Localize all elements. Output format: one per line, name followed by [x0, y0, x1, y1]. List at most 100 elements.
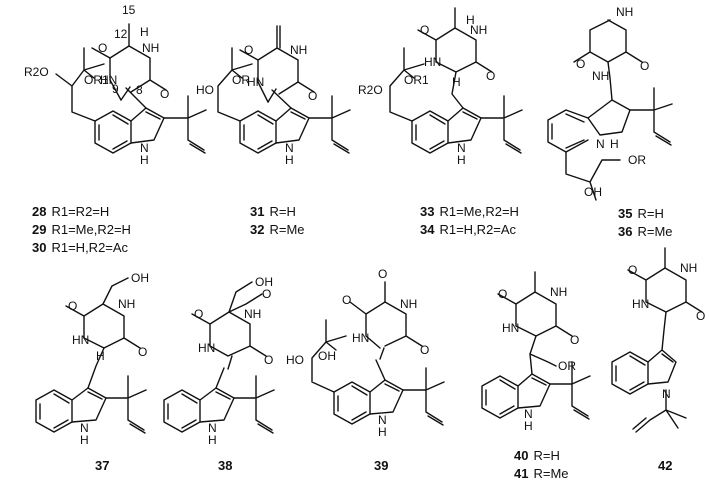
atom-O: O — [570, 333, 579, 347]
atom-O: O — [308, 89, 317, 103]
atom-NH: NH — [142, 41, 159, 55]
structure-31-32: O NH HN O N H HO OR — [196, 25, 351, 167]
atom-label-12: 12 — [114, 27, 128, 41]
svg-text:42: 42 — [658, 458, 672, 473]
svg-text:35R=H: 35 R=H — [618, 206, 664, 221]
compound-substituents: R=Me — [637, 224, 672, 239]
svg-text:32R=Me: 32 R=Me — [250, 222, 305, 237]
atom-NH: NH — [616, 5, 633, 19]
atom-OH: OH — [255, 275, 273, 289]
atom-NH: NH — [680, 261, 697, 275]
atom-label-8: 8 — [136, 83, 143, 97]
atom-N: N — [208, 421, 217, 435]
atom-O: O — [576, 57, 585, 71]
atom-H: H — [285, 153, 294, 167]
compound-number-37: 37 — [95, 458, 109, 473]
atom-H: H — [610, 137, 619, 151]
atom-NH: NH — [290, 43, 307, 57]
compound-number-36: 36 — [618, 224, 632, 239]
atom-H: H — [96, 349, 105, 363]
compound-number-38: 38 — [218, 458, 232, 473]
compound-number-30: 30 — [32, 240, 46, 255]
atom-NH: NH — [118, 297, 135, 311]
compound-substituents: R1=H,R2=Ac — [51, 240, 128, 255]
atom-HN: HN — [198, 341, 215, 355]
compound-number-35: 35 — [618, 206, 632, 221]
structure-42: O NH HN O N — [611, 247, 705, 433]
atom-N: N — [457, 141, 466, 155]
compound-substituents: R1=Me,R2=H — [439, 204, 518, 219]
atom-label-9: 9 — [112, 82, 119, 96]
atom-HN: HN — [424, 55, 441, 69]
atom-O: O — [194, 307, 203, 321]
compound-number-41: 41 — [514, 466, 528, 481]
compound-substituents: R=H — [637, 206, 663, 221]
atom-O: O — [160, 87, 169, 101]
svg-text:38: 38 — [218, 458, 232, 473]
atom-O: O — [696, 309, 705, 323]
atom-N: N — [596, 137, 605, 151]
atom-H: H — [80, 433, 89, 447]
atom-HN: HN — [72, 333, 89, 347]
compound-number-32: 32 — [250, 222, 264, 237]
atom-HN: HN — [502, 321, 519, 335]
atom-N: N — [80, 421, 89, 435]
atom-NH: NH — [550, 285, 567, 299]
compound-number-28: 28 — [32, 204, 46, 219]
atom-O: O — [98, 41, 107, 55]
compound-number-29: 29 — [32, 222, 46, 237]
compound-number-33: 33 — [420, 204, 434, 219]
atom-O: O — [138, 345, 147, 359]
compound-substituents: R1=R2=H — [51, 204, 109, 219]
svg-text:36R=Me: 36 R=Me — [618, 224, 673, 239]
structure-38: OH O O NH HN O N H — [163, 275, 275, 447]
svg-text:31R=H: 31R=H — [250, 204, 296, 219]
atom-N: N — [378, 413, 387, 427]
atom-O: O — [628, 263, 637, 277]
atom-O: O — [420, 343, 429, 357]
atom-HN: HN — [352, 331, 369, 345]
atom-OH: OH — [584, 185, 602, 199]
svg-text:37: 37 — [95, 458, 109, 473]
atom-HO: HO — [286, 353, 304, 367]
atom-OR1: OR1 — [404, 73, 429, 87]
caption-38: 38 — [218, 458, 232, 473]
atom-H: H — [378, 425, 387, 439]
atom-H: H — [524, 419, 533, 433]
atom-R2O: R2O — [24, 65, 49, 79]
atom-H: H — [208, 433, 217, 447]
compound-substituents: R1=H,R2=Ac — [439, 222, 516, 237]
atom-OR1: OR1 — [84, 73, 109, 87]
compound-substituents: R=Me — [269, 222, 304, 237]
atom-O-methoxy: O — [262, 287, 271, 301]
compound-number-42: 42 — [658, 458, 672, 473]
atom-NH: NH — [470, 23, 487, 37]
svg-text:40R=H: 40R=H — [514, 448, 560, 463]
atom-H: H — [457, 153, 466, 167]
atom-N: N — [285, 141, 294, 155]
atom-OR: OR — [628, 153, 646, 167]
structure-33-34: O NH HN O H H N H R2O OR1 — [358, 7, 523, 167]
caption-39: 39 — [374, 458, 388, 473]
atom-OR: OR — [232, 73, 250, 87]
svg-text:39: 39 — [374, 458, 388, 473]
compound-substituents: R1=Me,R2=H — [51, 222, 130, 237]
svg-text:41R=Me: 41R=Me — [514, 466, 569, 481]
atom-O: O — [486, 69, 495, 83]
atom-label-15: 15 — [122, 3, 136, 17]
atom-N: N — [662, 387, 671, 401]
atom-N: N — [524, 407, 533, 421]
atom-O: O — [378, 267, 387, 281]
atom-OH: OH — [131, 271, 149, 285]
caption-42: 42 — [658, 458, 672, 473]
structure-35-36: O NH NH O N H OR OH — [547, 5, 673, 201]
structure-40-41: O NH HN O OR N H — [481, 271, 591, 433]
caption-28-30: 28 R1=R2=H 29 R1=Me,R2=H 30 R1=H,R2=Ac — [32, 204, 131, 255]
atom-H: H — [140, 153, 149, 167]
